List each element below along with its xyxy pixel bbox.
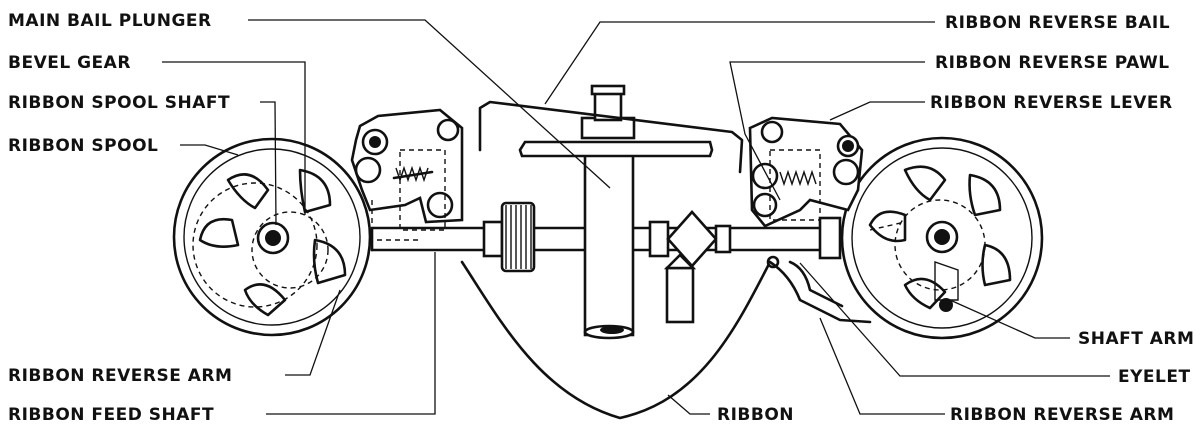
shaft-collar-left [482,220,504,258]
ribbon-reverse-bail [478,100,744,174]
centre-plate [518,140,714,158]
bevel-gear-right [648,210,732,268]
eyelet-post [663,253,697,324]
label-ribbon-reverse-arm-right: RIBBON REVERSE ARM [950,405,1174,425]
left-reverse-lever [350,108,464,241]
label-bevel-gear: BEVEL GEAR [8,53,131,73]
label-ribbon: RIBBON [717,405,794,425]
ribbon-loop [460,260,772,420]
label-eyelet: EYELET [1118,367,1191,387]
label-ribbon-feed-shaft: RIBBON FEED SHAFT [8,405,214,425]
label-ribbon-reverse-lever: RIBBON REVERSE LEVER [930,93,1173,113]
right-ribbon-spool [840,136,1044,340]
leader-lines [162,19,1110,415]
feed-gear [500,201,536,273]
label-main-bail-plunger: MAIN BAIL PLUNGER [8,11,212,31]
main-bail-plunger [583,148,635,340]
label-ribbon-reverse-pawl: RIBBON REVERSE PAWL [935,53,1170,73]
label-shaft-arm: SHAFT ARM [1078,329,1194,349]
label-ribbon-spool: RIBBON SPOOL [8,136,158,156]
plunger-nut [580,84,636,140]
label-ribbon-reverse-arm-left: RIBBON REVERSE ARM [8,366,232,386]
right-reverse-lever [748,116,872,324]
label-ribbon-spool-shaft: RIBBON SPOOL SHAFT [8,93,230,113]
label-ribbon-reverse-bail: RIBBON REVERSE BAIL [945,13,1170,33]
left-ribbon-spool [172,137,372,337]
